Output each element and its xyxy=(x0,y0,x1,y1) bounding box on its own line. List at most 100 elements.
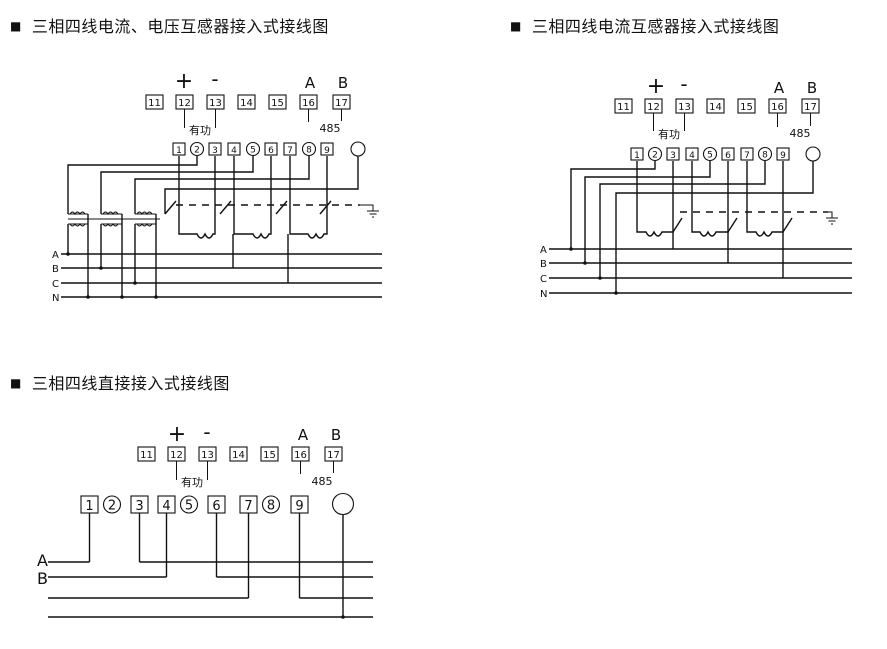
terminal-12: 12 xyxy=(167,446,186,462)
ground-terminal xyxy=(331,492,355,516)
svg-text:12: 12 xyxy=(170,450,183,461)
label-b: B xyxy=(338,74,348,92)
phase-n-label: N xyxy=(52,293,59,304)
diagram3-direct: 11 12 13 14 15 16 17 + - A B 有功 485 1 2 … xyxy=(37,420,373,619)
terminal-17: 17 xyxy=(324,446,343,462)
terminal-13: 13 xyxy=(206,94,225,110)
terminal-15: 15 xyxy=(268,94,287,110)
terminal-16: 16 xyxy=(299,94,318,110)
svg-text:14: 14 xyxy=(240,98,253,109)
terminal-11: 11 xyxy=(614,98,633,114)
svg-text:5: 5 xyxy=(707,151,713,161)
plus-sign: + xyxy=(175,69,193,94)
diagram3-title: ■三相四线直接接入式接线图 xyxy=(10,374,230,393)
svg-text:16: 16 xyxy=(302,98,315,109)
terminal-4: 4 xyxy=(157,495,176,514)
svg-text:16: 16 xyxy=(771,102,784,113)
terminal-8: 8 xyxy=(301,141,317,157)
svg-text:8: 8 xyxy=(306,146,312,156)
svg-text:3: 3 xyxy=(670,151,676,161)
svg-text:14: 14 xyxy=(709,102,722,113)
svg-text:1: 1 xyxy=(85,499,93,514)
terminal-16: 16 xyxy=(291,446,310,462)
svg-text:9: 9 xyxy=(780,151,786,161)
diagram1-lower-terminals: 1 2 3 4 5 6 7 8 9 xyxy=(172,141,366,157)
terminal-1: 1 xyxy=(630,147,644,161)
svg-text:9: 9 xyxy=(295,499,303,514)
terminal-3: 3 xyxy=(208,142,222,156)
svg-text:15: 15 xyxy=(740,102,753,113)
phase-a-label: A xyxy=(540,245,547,256)
minus-sign: - xyxy=(211,67,218,91)
svg-text:4: 4 xyxy=(689,151,695,161)
diagram2-title: ■三相四线电流互感器接入式接线图 xyxy=(510,17,780,36)
terminal-2: 2 xyxy=(189,141,205,157)
voltage-transformers xyxy=(68,211,160,227)
terminal-17: 17 xyxy=(801,98,820,114)
minus-sign: - xyxy=(203,420,210,444)
svg-text:11: 11 xyxy=(148,98,161,109)
svg-text:3: 3 xyxy=(212,146,218,156)
phase-b-label: B xyxy=(540,259,547,270)
terminal-17: 17 xyxy=(332,94,351,110)
svg-text:15: 15 xyxy=(263,450,276,461)
rs485-label: 485 xyxy=(320,122,341,135)
svg-text:6: 6 xyxy=(212,499,220,514)
terminal-15: 15 xyxy=(260,446,279,462)
terminal-14: 14 xyxy=(229,446,248,462)
label-b: B xyxy=(807,79,817,97)
terminal-11: 11 xyxy=(137,446,156,462)
svg-text:8: 8 xyxy=(267,499,275,514)
svg-text:2: 2 xyxy=(194,146,200,156)
diagram2-ct: 11 12 13 14 15 16 17 + - A B 有功 485 1 2 … xyxy=(540,72,852,300)
svg-text:13: 13 xyxy=(201,450,214,461)
label-a: A xyxy=(298,426,309,444)
phase-c-label: C xyxy=(52,279,59,290)
diagram1-title: ■三相四线电流、电压互感器接入式接线图 xyxy=(10,17,329,36)
svg-text:13: 13 xyxy=(209,98,222,109)
rs485-label: 485 xyxy=(312,475,333,488)
terminal-6: 6 xyxy=(721,147,735,161)
terminal-9: 9 xyxy=(776,147,790,161)
svg-text:12: 12 xyxy=(178,98,191,109)
ground-terminal xyxy=(350,141,366,157)
svg-text:15: 15 xyxy=(271,98,284,109)
svg-text:4: 4 xyxy=(231,146,237,156)
svg-text:7: 7 xyxy=(244,499,252,514)
terminal-11: 11 xyxy=(145,94,164,110)
ground-terminal xyxy=(805,146,821,162)
svg-text:17: 17 xyxy=(335,98,348,109)
terminal-16: 16 xyxy=(768,98,787,114)
svg-text:2: 2 xyxy=(652,151,658,161)
svg-text:8: 8 xyxy=(762,151,768,161)
terminal-2: 2 xyxy=(102,495,122,514)
active-power-label: 有功 xyxy=(181,475,203,489)
bullet-icon: ■ xyxy=(10,19,22,33)
terminal-14: 14 xyxy=(237,94,256,110)
bullet-icon: ■ xyxy=(510,19,522,33)
bullet-icon: ■ xyxy=(10,376,22,390)
terminal-5: 5 xyxy=(179,495,199,514)
diagram1-upper-terminals: 11 12 13 14 15 16 17 xyxy=(145,94,351,110)
phase-b-label: B xyxy=(37,569,48,588)
svg-text:11: 11 xyxy=(140,450,153,461)
terminal-1: 1 xyxy=(172,142,186,156)
terminal-4: 4 xyxy=(685,147,699,161)
rs485-label: 485 xyxy=(790,127,811,140)
terminal-9: 9 xyxy=(320,142,334,156)
diagram2-upper-terminals: 11 12 13 14 15 16 17 xyxy=(614,98,820,114)
diagram3-lower-terminals: 1 2 3 4 5 6 7 8 9 xyxy=(80,492,355,516)
svg-text:7: 7 xyxy=(287,146,293,156)
svg-text:17: 17 xyxy=(804,102,817,113)
svg-text:6: 6 xyxy=(268,146,274,156)
svg-text:14: 14 xyxy=(232,450,245,461)
terminal-15: 15 xyxy=(737,98,756,114)
phase-a-label: A xyxy=(37,551,48,570)
svg-text:12: 12 xyxy=(647,102,660,113)
phase-b-label: B xyxy=(52,264,59,275)
svg-text:16: 16 xyxy=(294,450,307,461)
terminal-13: 13 xyxy=(675,98,694,114)
terminal-7: 7 xyxy=(283,142,297,156)
terminal-9: 9 xyxy=(290,495,309,514)
